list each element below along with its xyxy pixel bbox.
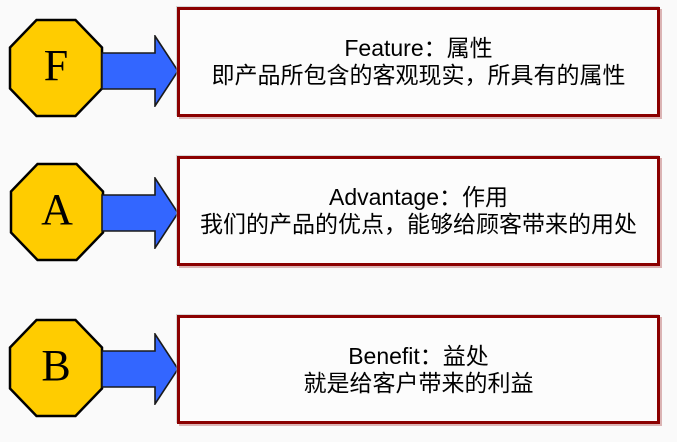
right-block-arrow-icon xyxy=(101,333,179,405)
advantage-box-title: Advantage：作用 xyxy=(329,184,508,210)
octagon-icon xyxy=(8,318,104,418)
benefit-box: Benefit：益处 就是给客户带来的利益 xyxy=(177,315,660,424)
octagon-letter-a: A xyxy=(41,185,73,235)
octagon-feature: F xyxy=(8,18,104,118)
feature-box-title: Feature：属性 xyxy=(344,35,493,61)
octagon-letter-f: F xyxy=(43,41,69,91)
feature-box: Feature：属性 即产品所包含的客观现实，所具有的属性 xyxy=(177,7,660,117)
feature-box-description: 即产品所包含的客观现实，所具有的属性 xyxy=(211,62,626,88)
octagon-icon xyxy=(8,18,104,118)
octagon-letter-b: B xyxy=(41,341,71,391)
benefit-box-title: Benefit：益处 xyxy=(348,342,489,369)
octagon-advantage: A xyxy=(9,162,105,262)
advantage-box: Advantage：作用 我们的产品的优点，能够给顾客带来的用处 xyxy=(177,156,660,266)
octagon-icon xyxy=(9,162,105,262)
octagon-benefit: B xyxy=(8,318,104,418)
benefit-box-description: 就是给客户带来的利益 xyxy=(303,369,534,396)
right-block-arrow-icon xyxy=(101,177,179,249)
advantage-box-description: 我们的产品的优点，能够给顾客带来的用处 xyxy=(200,211,637,237)
right-block-arrow-icon xyxy=(101,35,179,107)
